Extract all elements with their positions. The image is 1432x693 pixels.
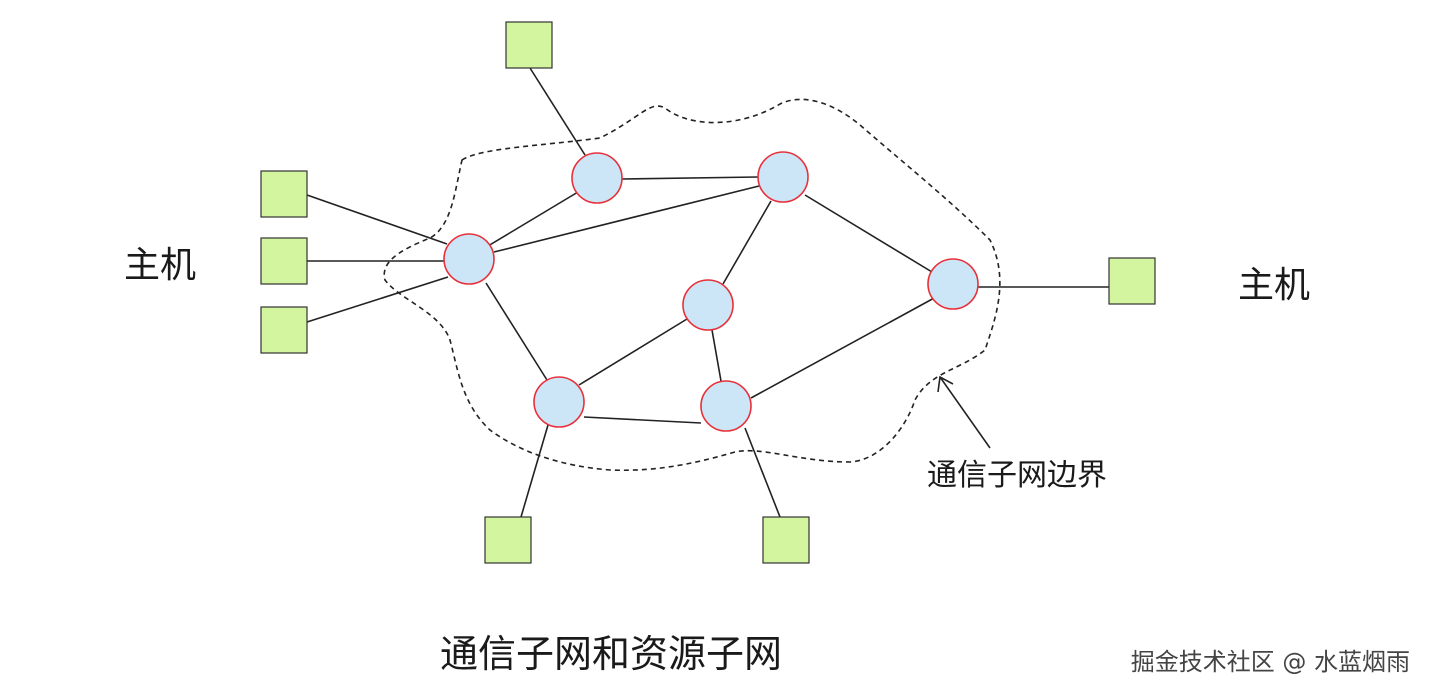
link-r2-r5	[722, 200, 772, 285]
host-label-right: 主机	[1238, 265, 1310, 306]
link-host-left1-r3	[306, 194, 448, 245]
link-r6-host-bl	[520, 424, 549, 518]
host-label-left: 主机	[124, 245, 196, 286]
subnet-boundary-label: 通信子网边界	[927, 458, 1107, 493]
router-node-bottom-left	[533, 376, 585, 428]
host-node-right	[1108, 257, 1156, 305]
router-node-right	[927, 258, 979, 310]
router-node-top-right	[757, 151, 809, 203]
link-r5-r7	[711, 329, 722, 382]
link-r5-r6	[578, 318, 688, 386]
link-r1-r3	[487, 191, 579, 247]
host-node-top	[505, 21, 553, 69]
link-r1-r2	[621, 176, 759, 180]
link-r2-r4	[804, 194, 933, 273]
link-r7-r4	[750, 296, 937, 399]
link-r3-r6	[485, 282, 548, 381]
watermark: 掘金技术社区 @ 水蓝烟雨	[1130, 648, 1410, 676]
host-node-left-2	[260, 237, 308, 285]
router-node-bottom-right	[700, 380, 752, 432]
host-node-left-1	[260, 170, 308, 218]
router-node-left	[443, 233, 495, 285]
link-host-top-r1	[529, 67, 586, 156]
link-host-left3-r3	[306, 276, 449, 323]
link-r2-r3	[493, 185, 760, 253]
host-node-bottom-right	[762, 516, 810, 564]
link-r6-r7	[583, 416, 702, 424]
subnet-boundary-outline	[383, 98, 1001, 472]
link-r7-host-br	[744, 427, 781, 518]
router-node-top-left	[571, 152, 623, 204]
router-node-center	[682, 279, 734, 331]
boundary-pointer-arrowhead	[937, 375, 954, 393]
diagram-caption: 通信子网和资源子网	[440, 632, 782, 676]
host-node-bottom-left	[484, 516, 532, 564]
boundary-pointer-line	[939, 376, 991, 449]
host-node-left-3	[260, 306, 308, 354]
